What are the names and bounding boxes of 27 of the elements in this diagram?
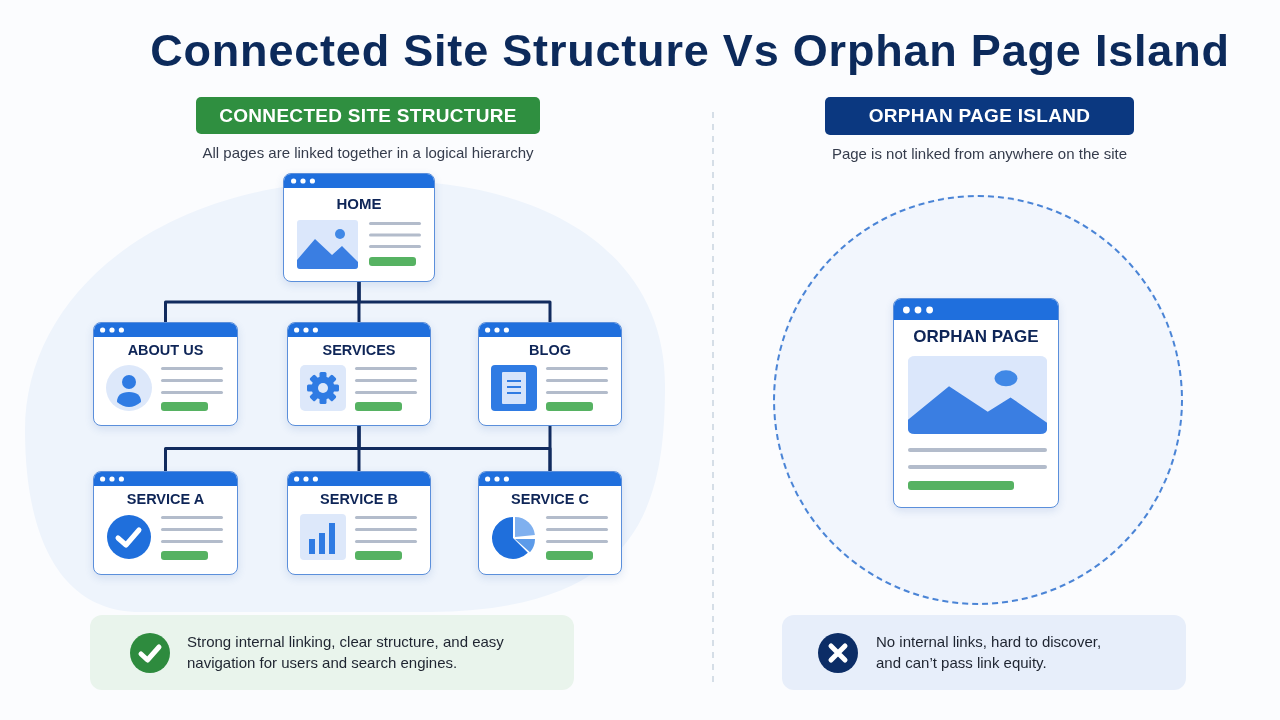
page-title: SERVICE C xyxy=(511,491,589,509)
note-text: Strong internal linking, clear structure, and easy navigation for users and search engines. xyxy=(187,632,505,673)
web-page-card xyxy=(287,471,431,575)
heading-text: ORPHAN PAGE ISLAND xyxy=(868,104,1091,128)
web-page-card xyxy=(893,298,1059,508)
subtitle: All pages are linked together in a logical hierarchy xyxy=(202,144,534,162)
page-title: SERVICE A xyxy=(126,491,205,509)
page-title: ABOUT US xyxy=(127,342,204,360)
web-page-card xyxy=(287,322,431,426)
subtitle: Page is not linked from anywhere on the site xyxy=(831,145,1128,163)
web-page-card xyxy=(93,471,238,575)
page-title: SERVICES xyxy=(322,342,396,360)
heading-text: CONNECTED SITE STRUCTURE xyxy=(219,104,517,128)
note-panel xyxy=(782,615,1186,690)
web-page-card xyxy=(478,471,622,575)
page-title: BLOG xyxy=(529,342,571,360)
web-page-card xyxy=(283,173,435,282)
note-panel xyxy=(90,615,574,690)
connector-line xyxy=(548,426,552,471)
diagram-title: Connected Site Structure Vs Orphan Page Island xyxy=(150,25,1230,77)
page-title: HOME xyxy=(336,195,382,213)
note-text: No internal links, hard to discover, and can’t pass link equity. xyxy=(876,632,1103,673)
connector-line xyxy=(357,282,552,322)
page-title: SERVICE B xyxy=(320,491,398,509)
web-page-card xyxy=(93,322,238,426)
web-page-card xyxy=(478,322,622,426)
page-title: ORPHAN PAGE xyxy=(913,327,1039,348)
